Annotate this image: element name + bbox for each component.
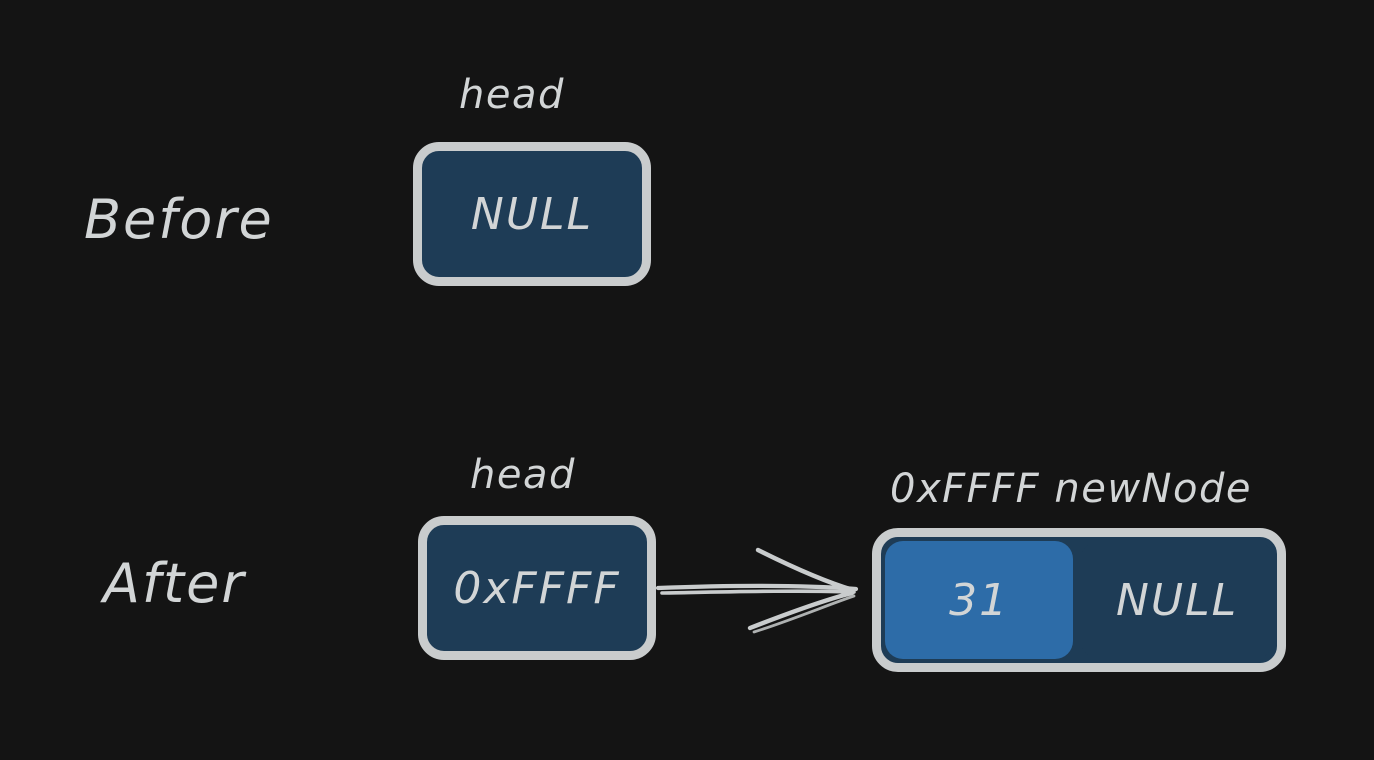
newnode-next-cell[interactable]: NULL [1081,541,1273,659]
node-before-head[interactable]: NULL [413,142,651,286]
node-after-head[interactable]: 0xFFFF [418,516,656,660]
newnode-next-value: NULL [1116,574,1239,626]
pointer-arrow-head-to-newnode [655,547,859,634]
newnode-data-cell[interactable]: 31 [885,541,1074,659]
node-caption-head-after: head [470,452,576,498]
row-label-after: After [103,552,246,615]
node-before-head-value: NULL [470,188,594,240]
node-caption-newnode: 0xFFFF newNode [890,466,1252,512]
row-label-before: Before [84,188,274,251]
node-newnode[interactable]: 31 NULL [872,528,1286,672]
node-after-head-value: 0xFFFF [453,562,621,614]
newnode-data-value: 31 [949,574,1010,626]
node-caption-head-before: head [459,72,565,118]
